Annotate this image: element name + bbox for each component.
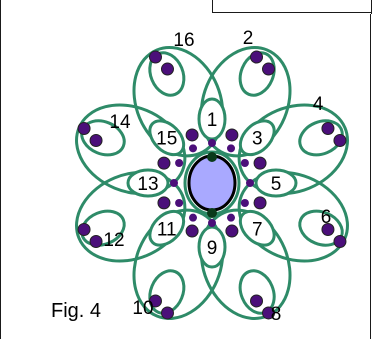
petal-number: 1: [207, 110, 218, 131]
petal-number: 3: [252, 129, 263, 150]
outer-number: 2: [243, 28, 254, 49]
bead: [253, 196, 267, 210]
bead: [89, 133, 103, 147]
outer-number: 8: [271, 304, 282, 325]
inner-ring: [148, 209, 186, 247]
frame-right-edge: [370, 14, 371, 339]
bead: [240, 199, 249, 207]
inner-ring: [238, 119, 276, 157]
bead: [77, 223, 91, 237]
bead: [225, 224, 239, 238]
outer-lobe: [237, 103, 349, 196]
outer-lobe: [75, 170, 187, 263]
petal-number: 13: [137, 174, 158, 195]
bead: [160, 306, 174, 320]
bead: [262, 62, 276, 76]
outer-number: 14: [109, 112, 131, 133]
bead: [148, 294, 162, 308]
inner-ring: [148, 119, 186, 157]
bead: [189, 213, 197, 222]
frame-divider: [212, 12, 371, 13]
outer-lobe: [132, 46, 225, 158]
bead: [240, 159, 249, 167]
beads: [77, 50, 347, 320]
bead: [157, 156, 171, 170]
bead: [175, 159, 184, 167]
figure-caption: Fig. 4: [51, 300, 101, 322]
frame-top: [0, 0, 372, 14]
bead: [207, 152, 217, 162]
inner-petals: [126, 97, 298, 269]
bead: [148, 50, 162, 64]
bead: [262, 306, 276, 320]
bead: [227, 213, 235, 222]
bead: [170, 179, 178, 187]
outer-lobe: [132, 208, 225, 320]
bead: [321, 223, 335, 237]
bead: [160, 62, 174, 76]
frame-divider: [212, 0, 213, 13]
petal-number: 7: [252, 219, 263, 240]
outer-number: 4: [313, 94, 324, 115]
bead: [250, 294, 264, 308]
bead: [333, 133, 347, 147]
bead: [77, 121, 91, 135]
petal-number: 11: [157, 219, 177, 240]
bead: [89, 235, 103, 249]
bead: [208, 139, 216, 147]
outer-number: 16: [173, 30, 194, 51]
bead: [227, 144, 235, 153]
petal-number: 5: [271, 174, 282, 195]
bead: [189, 144, 197, 153]
bead: [185, 224, 199, 238]
bead: [246, 179, 254, 187]
bead: [207, 208, 217, 218]
bead: [333, 235, 347, 249]
petal-number: 15: [156, 129, 177, 150]
bead: [175, 199, 184, 207]
center-stone: [183, 150, 241, 218]
bead: [208, 219, 216, 227]
bead: [253, 156, 267, 170]
frame-left-edge: [0, 14, 1, 339]
bead: [321, 121, 335, 135]
outer-number: 10: [132, 298, 153, 319]
bead: [250, 50, 264, 64]
outer-number: 12: [103, 230, 124, 251]
center-stone: [187, 154, 237, 212]
bead: [185, 128, 199, 142]
inner-ring: [238, 209, 276, 247]
inner-ring: [254, 168, 298, 198]
outer-number: 6: [321, 207, 332, 228]
inner-ring: [126, 168, 170, 198]
petal-number: 9: [207, 238, 218, 259]
bead: [157, 196, 171, 210]
bead: [225, 128, 239, 142]
outer-lobe: [199, 46, 292, 158]
